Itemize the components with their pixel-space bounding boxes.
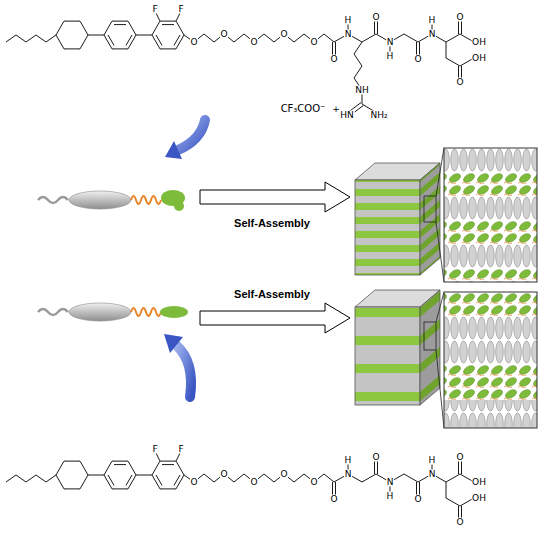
atom-label: O [372, 13, 380, 22]
atom-label: O [190, 38, 198, 47]
bottom-molecule [6, 451, 474, 520]
atom-label: O [310, 38, 318, 47]
zoom-frame [444, 292, 537, 428]
atom-label: OH [472, 54, 487, 63]
atom-label: NH [355, 86, 370, 95]
zoom-marker [424, 196, 436, 222]
atom-label: N [386, 478, 394, 487]
hollow-arrow [200, 182, 350, 212]
atom-label: N [428, 470, 436, 479]
atom-label: O [250, 38, 258, 47]
atom-label: O [456, 13, 464, 22]
atom-label: O [330, 55, 338, 64]
peptide-head [174, 201, 184, 211]
layered-cube [355, 148, 444, 282]
molecule-skeleton [6, 451, 474, 520]
atom-label: H [344, 456, 352, 465]
atom-label: O [414, 495, 422, 504]
top-molecule [6, 11, 474, 115]
process-label: Self-Assembly [234, 288, 310, 300]
cube-front [355, 180, 420, 275]
atom-label: O [372, 453, 380, 462]
arrow-head [165, 141, 182, 159]
atom-label: F [178, 445, 184, 454]
process-label: Self-Assembly [234, 217, 310, 229]
atom-label: O [456, 453, 464, 462]
atom-label: H [344, 16, 352, 25]
atom-label: F [178, 5, 184, 14]
atom-label: NH₂ [370, 111, 388, 120]
mesogen-layer [444, 316, 537, 340]
alkyl-tail [38, 197, 68, 203]
zoom-line [436, 292, 444, 322]
peptide-layer [444, 220, 537, 244]
mesogen-layer [444, 148, 537, 172]
atom-label: F [152, 5, 158, 14]
peptide-layer [444, 172, 537, 196]
layered-cube [355, 290, 444, 428]
atom-label: OH [472, 38, 487, 47]
peg-spring [131, 308, 161, 316]
zoom-background [444, 148, 537, 282]
atom-label: H [386, 492, 394, 501]
atom-label: O [456, 518, 464, 527]
zoom-view [444, 148, 537, 282]
atom-label: H [428, 16, 436, 25]
curved-arrow [176, 345, 191, 397]
molecule-skeleton [6, 11, 474, 80]
molecule-cartoon [38, 303, 188, 321]
atom-label: O [220, 470, 228, 479]
peptide-layer [444, 292, 537, 316]
hollow-arrow [200, 303, 350, 333]
peg-spring [131, 196, 161, 204]
atom-label: O [310, 478, 318, 487]
atom-label: H [428, 456, 436, 465]
atom-label: O [220, 30, 228, 39]
atom-label: O [280, 470, 288, 479]
alkyl-tail [38, 309, 68, 315]
atom-label: O [330, 495, 338, 504]
atom-label: OH [472, 478, 487, 487]
mesogen-layer [444, 196, 537, 220]
zoom-frame [444, 148, 537, 282]
atom-label: O [456, 78, 464, 87]
cube-side [420, 290, 440, 405]
arrow-head [164, 334, 183, 353]
cube-front [355, 307, 420, 405]
atom-label: N [344, 30, 352, 39]
peptide-head [160, 306, 188, 318]
atom-label: O [414, 55, 422, 64]
side-chain-bond [354, 42, 362, 104]
atom-label: N [344, 470, 352, 479]
atom-label: OH [472, 494, 487, 503]
zoom-line [436, 222, 444, 282]
atom-label: N [386, 38, 394, 47]
curved-arrow [178, 120, 205, 150]
zoom-line [436, 148, 444, 196]
zoom-view [444, 292, 537, 428]
atom-label: O [280, 30, 288, 39]
cube-side [420, 163, 440, 275]
atom-label: N [428, 30, 436, 39]
mesogen-core [69, 303, 131, 321]
atom-label: HN [340, 111, 355, 120]
molecule-cartoon [38, 190, 185, 211]
mesogen-core [69, 191, 131, 209]
mesogen-layer [444, 340, 537, 364]
atom-label: F [152, 445, 158, 454]
atom-label: H [386, 52, 394, 61]
atom-label: O [190, 478, 198, 487]
zoom-line [436, 350, 444, 428]
zoom-marker [424, 322, 436, 350]
zoom-background [444, 292, 537, 428]
mesogen-layer [444, 244, 537, 268]
mesogen-layer [444, 400, 537, 428]
peptide-layer [444, 364, 537, 400]
peptide-layer [444, 268, 537, 282]
counter-ion: CF₃COO⁻ [280, 104, 326, 114]
atom-label: O [250, 478, 258, 487]
arginine-side-chain [349, 42, 377, 115]
